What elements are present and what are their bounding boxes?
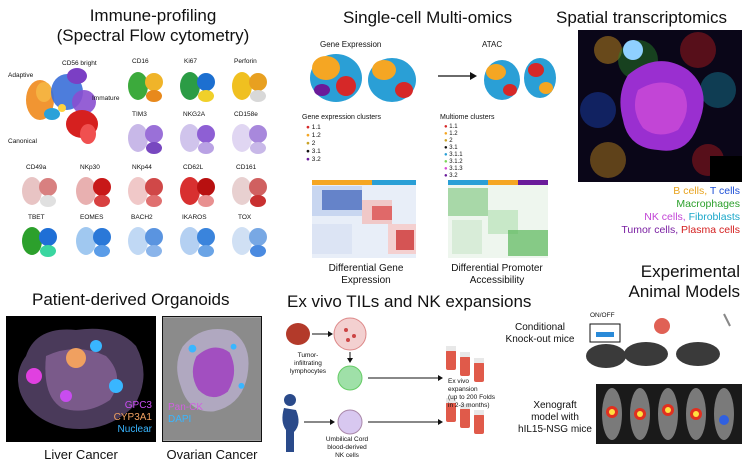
marker-umap-tbet: [22, 227, 57, 257]
mo-cluster-item: ● 3.2: [444, 173, 458, 179]
atac-label: ATAC: [482, 40, 503, 49]
marker-label-cd158e: CD158e: [234, 111, 258, 118]
mo-cluster-item: ● 1.2: [444, 131, 458, 137]
marker-label-ikaros: IKAROS: [182, 214, 207, 221]
marker-umap-cd16: [128, 72, 163, 102]
xeno-label: Xenograft model with hIL15-NSG mice: [518, 400, 592, 435]
organoids-title: Patient-derived Organoids: [32, 290, 230, 309]
marker-label-bach2: BACH2: [131, 214, 153, 221]
immune-title: Immune-profiling (Spectral Flow cytometr…: [38, 6, 268, 46]
dge-heatmap: [312, 180, 416, 258]
marker-umap-tox: [232, 227, 267, 257]
marker-umap-bach2: [128, 227, 163, 257]
ge-cluster-item: ● 3.2: [306, 156, 321, 163]
marker-umap-nkp30: [76, 177, 111, 207]
marker-umap-perforin: [232, 72, 267, 102]
channel-cyp3a1: CYP3A1: [113, 412, 152, 423]
channel-panck: Pan-CK: [168, 402, 204, 413]
dge-caption: Differential Gene Expression: [328, 263, 404, 286]
channel-dapi: DAPI: [168, 414, 192, 425]
marker-label-tbet: TBET: [28, 214, 45, 221]
marker-label-nkg2a: NKG2A: [183, 111, 206, 118]
mo-cluster-item: ● 3.1.2: [444, 159, 463, 165]
ucb-label: Umbilical Cord blood-derived NK cells: [325, 436, 369, 459]
mo-cluster-item: ● 1.1: [444, 124, 458, 130]
marker-label-nkp30: NKp30: [80, 164, 100, 171]
immune-title-line2: (Spectral Flow cytometry): [56, 26, 250, 45]
umap-label-cd56: CD56 bright: [62, 60, 97, 67]
liver-organoid-image: [6, 316, 156, 442]
marker-umap-cd49a: [22, 177, 57, 207]
dpa-caption: Differential Promoter Accessibility: [451, 263, 543, 286]
liver-channel-legend: GPC3 CYP3A1 Nuclear: [100, 400, 152, 436]
animal-title: Experimental Animal Models: [628, 262, 741, 301]
marker-umap-tim3: [128, 124, 163, 154]
channel-nuclear: Nuclear: [117, 424, 152, 435]
ovarian-caption: Ovarian Cancer: [166, 447, 258, 462]
knockout-mice-illustration: [586, 313, 731, 368]
ge-cluster-item: ● 1.1: [306, 124, 321, 131]
ge-cluster-item: ● 1.2: [306, 132, 321, 139]
marker-umap-ikaros: [180, 227, 215, 257]
mo-cluster-item: ● 3.1: [444, 145, 458, 151]
channel-gpc3: GPC3: [124, 400, 152, 411]
multiomics-umaps: [310, 54, 556, 102]
onoff-label: ON/OFF: [590, 312, 615, 319]
liver-caption: Liver Cancer: [44, 447, 118, 462]
mo-clusters-legend: ● 1.1 ● 1.2 ● 2 ● 3.1 ● 3.1.1 ● 3.1.2 ● …: [444, 124, 463, 180]
marker-label-cd49a: CD49a: [26, 164, 47, 171]
til-label: Tumor- infiltrating lymphocytes: [289, 352, 327, 375]
marker-label-perforin: Perforin: [234, 58, 257, 65]
umap-label-immature: Immature: [92, 95, 120, 102]
gene-expression-label: Gene Expression: [320, 40, 382, 49]
marker-umap-cd158e: [232, 124, 267, 154]
mo-clusters-title: Multiome clusters: [440, 114, 495, 121]
spatial-legend-line-3: NK cells, Fibroblasts: [644, 211, 740, 223]
spatial-legend-line-2: Macrophages: [676, 198, 740, 210]
marker-umap-ki67: [180, 72, 215, 102]
marker-label-tim3: TIM3: [132, 111, 147, 118]
ge-cluster-item: ● 2: [306, 140, 316, 147]
exvivo-title: Ex vivo TILs and NK expansions: [287, 292, 532, 311]
marker-label-nkp44: NKp44: [132, 164, 152, 171]
marker-label-cd161: CD161: [236, 164, 257, 171]
ge-clusters-legend: ● 1.1 ● 1.2 ● 2 ● 3.1 ● 3.2: [306, 124, 321, 164]
ovarian-channel-legend: Pan-CK DAPI: [168, 402, 203, 426]
marker-label-cd62l: CD62L: [183, 164, 204, 171]
marker-label-ki67: Ki67: [184, 58, 198, 65]
marker-label-tox: TOX: [238, 214, 252, 221]
spatial-legend-line-1: B cells, T cells: [673, 185, 740, 197]
umap-label-adaptive: Adaptive: [8, 72, 34, 79]
spatial-legend-line-4: Tumor cells, Plasma cells: [621, 224, 740, 236]
mo-cluster-item: ● 3.1.3: [444, 166, 463, 172]
marker-umap-nkg2a: [180, 124, 215, 154]
marker-umap-cd161: [232, 177, 267, 207]
mo-cluster-item: ● 2: [444, 138, 453, 144]
marker-label-cd16: CD16: [132, 58, 149, 65]
xenograft-image: [596, 384, 742, 444]
marker-label-eomes: EOMES: [80, 214, 104, 221]
ge-cluster-item: ● 3.1: [306, 148, 321, 155]
immune-title-line1: Immune-profiling: [89, 6, 217, 25]
expansion-label: Ex vivo expansion (up to 200 Folds in 2-…: [448, 378, 495, 409]
multiomics-title: Single-cell Multi-omics: [343, 8, 513, 27]
exvivo-diagram: [282, 317, 484, 452]
ovarian-organoid-image: [162, 316, 262, 442]
marker-umap-nkp44: [128, 177, 163, 207]
ko-label: Conditional Knock-out mice: [505, 322, 575, 345]
ge-clusters-title: Gene expression clusters: [302, 114, 381, 121]
spatial-image: [578, 30, 742, 182]
spatial-legend: B cells, T cells Macrophages NK cells, F…: [590, 185, 740, 237]
umap-label-canonical: Canonical: [8, 138, 37, 145]
immune-main-umap: [26, 68, 98, 144]
marker-umap-eomes: [76, 227, 111, 257]
dpa-heatmap: [448, 180, 548, 258]
mo-cluster-item: ● 3.1.1: [444, 152, 463, 158]
marker-umap-cd62l: [180, 177, 215, 207]
spatial-title: Spatial transcriptomics: [556, 8, 728, 27]
